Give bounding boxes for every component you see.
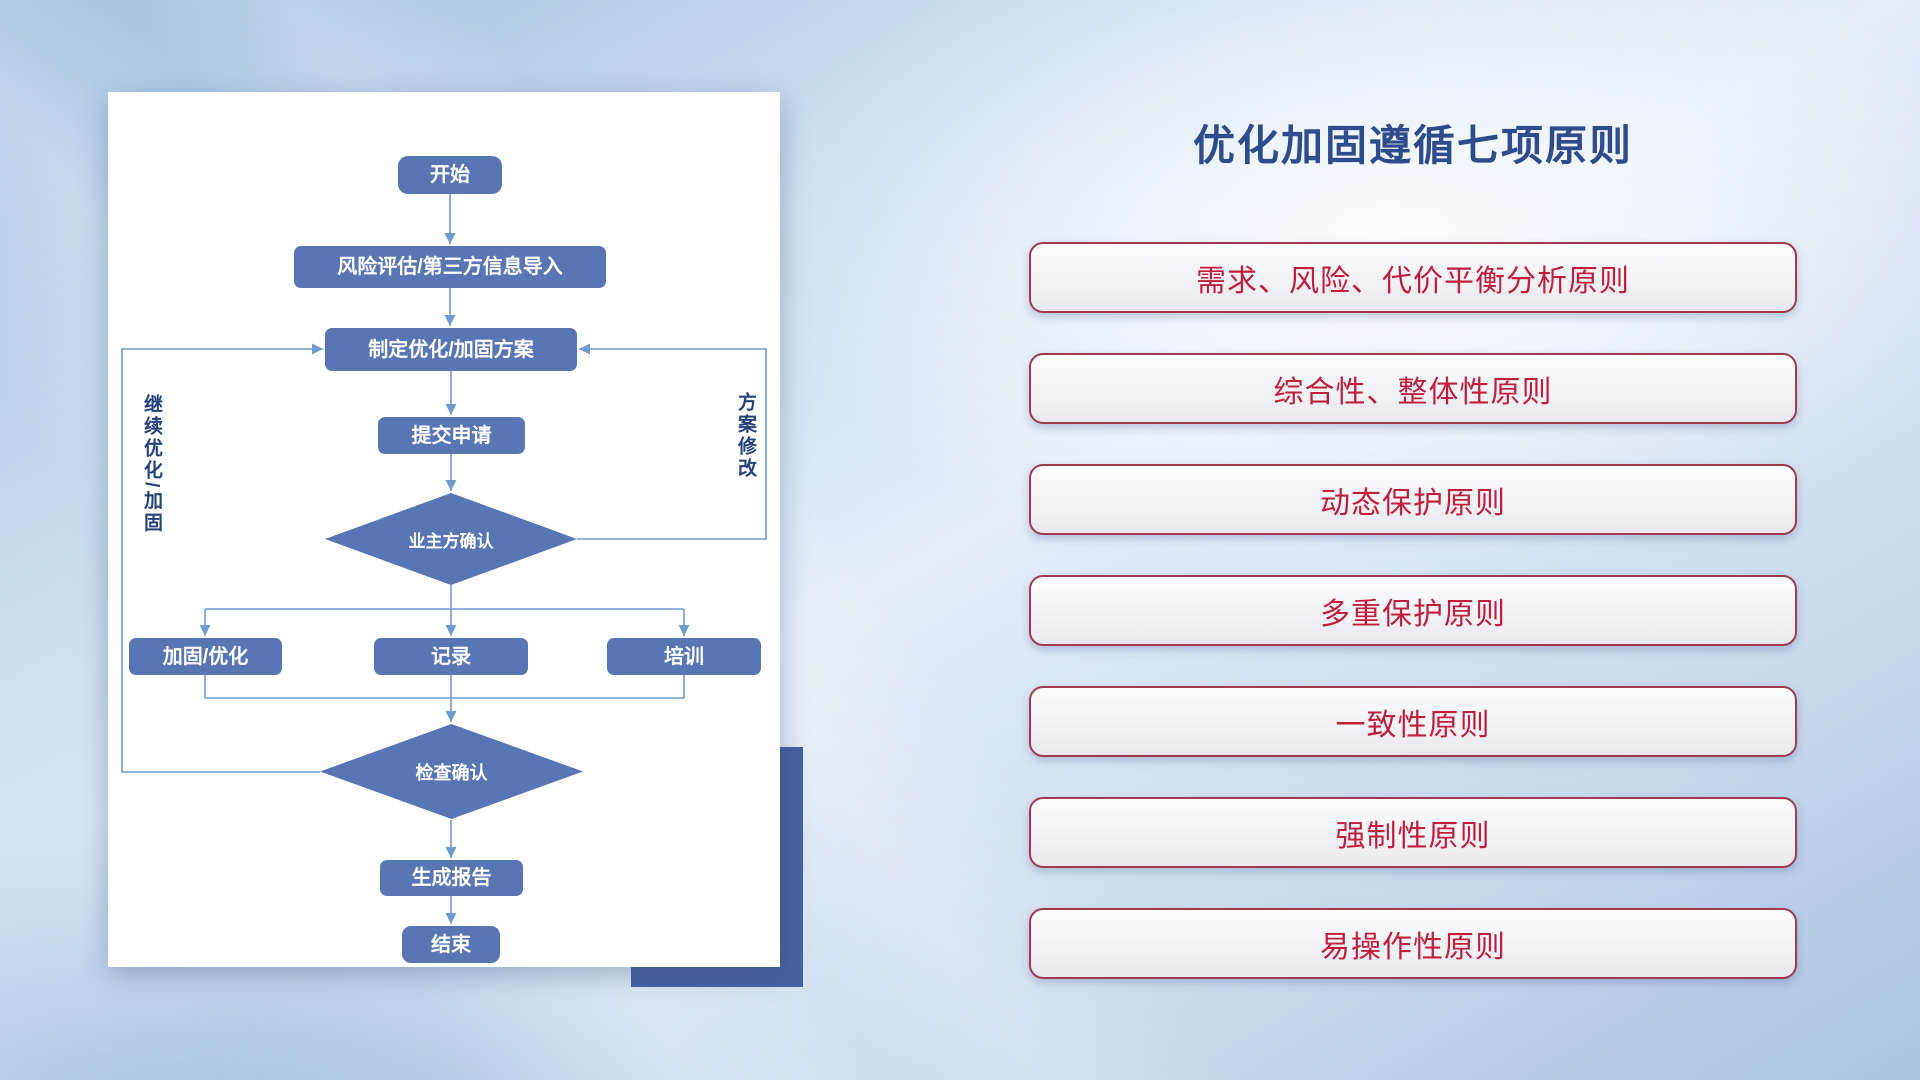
flow-node-record: 记录 [374,638,528,675]
principle-item-3: 动态保护原则 [1029,464,1797,535]
flow-node-start: 开始 [398,156,502,194]
flow-node-risk-import: 风险评估/第三方信息导入 [294,246,606,288]
principle-item-1-label: 需求、风险、代价平衡分析原则 [1196,264,1630,298]
flow-node-owner-confirm-label: 业主方确认 [408,531,494,551]
principle-item-5-label: 一致性原则 [1335,708,1491,742]
principle-item-3-label: 动态保护原则 [1320,486,1506,520]
principle-item-6: 强制性原则 [1029,797,1797,868]
flow-node-report: 生成报告 [380,860,523,896]
flow-node-submit: 提交申请 [378,417,525,454]
flow-node-make-plan: 制定优化/加固方案 [325,328,577,371]
flowchart-connectors [121,194,767,924]
flow-node-end: 结束 [402,926,500,963]
principle-item-2: 综合性、整体性原则 [1029,353,1797,424]
flowchart-card: 开始 风险评估/第三方信息导入 制定优化/加固方案 提交申请 业主方确认 加固/… [108,92,780,967]
principle-item-7-label: 易操作性原则 [1320,930,1506,964]
principle-item-4-label: 多重保护原则 [1320,597,1506,631]
page-title: 优化加固遵循七项原则 [1192,122,1633,169]
principle-item-6-label: 强制性原则 [1335,819,1491,853]
principle-item-4: 多重保护原则 [1029,575,1797,646]
principle-item-5: 一致性原则 [1029,686,1797,757]
principle-item-1: 需求、风险、代价平衡分析原则 [1029,242,1797,313]
principle-item-2-label: 综合性、整体性原则 [1273,375,1553,409]
loop-label-continue: 继续优化/加固 [141,394,162,535]
flow-node-reinforce: 加固/优化 [129,638,282,675]
flow-node-training: 培训 [607,638,761,675]
loop-label-revise: 方案修改 [735,392,756,480]
principle-item-7: 易操作性原则 [1029,908,1797,979]
flow-node-check-confirm-label: 检查确认 [415,762,488,783]
